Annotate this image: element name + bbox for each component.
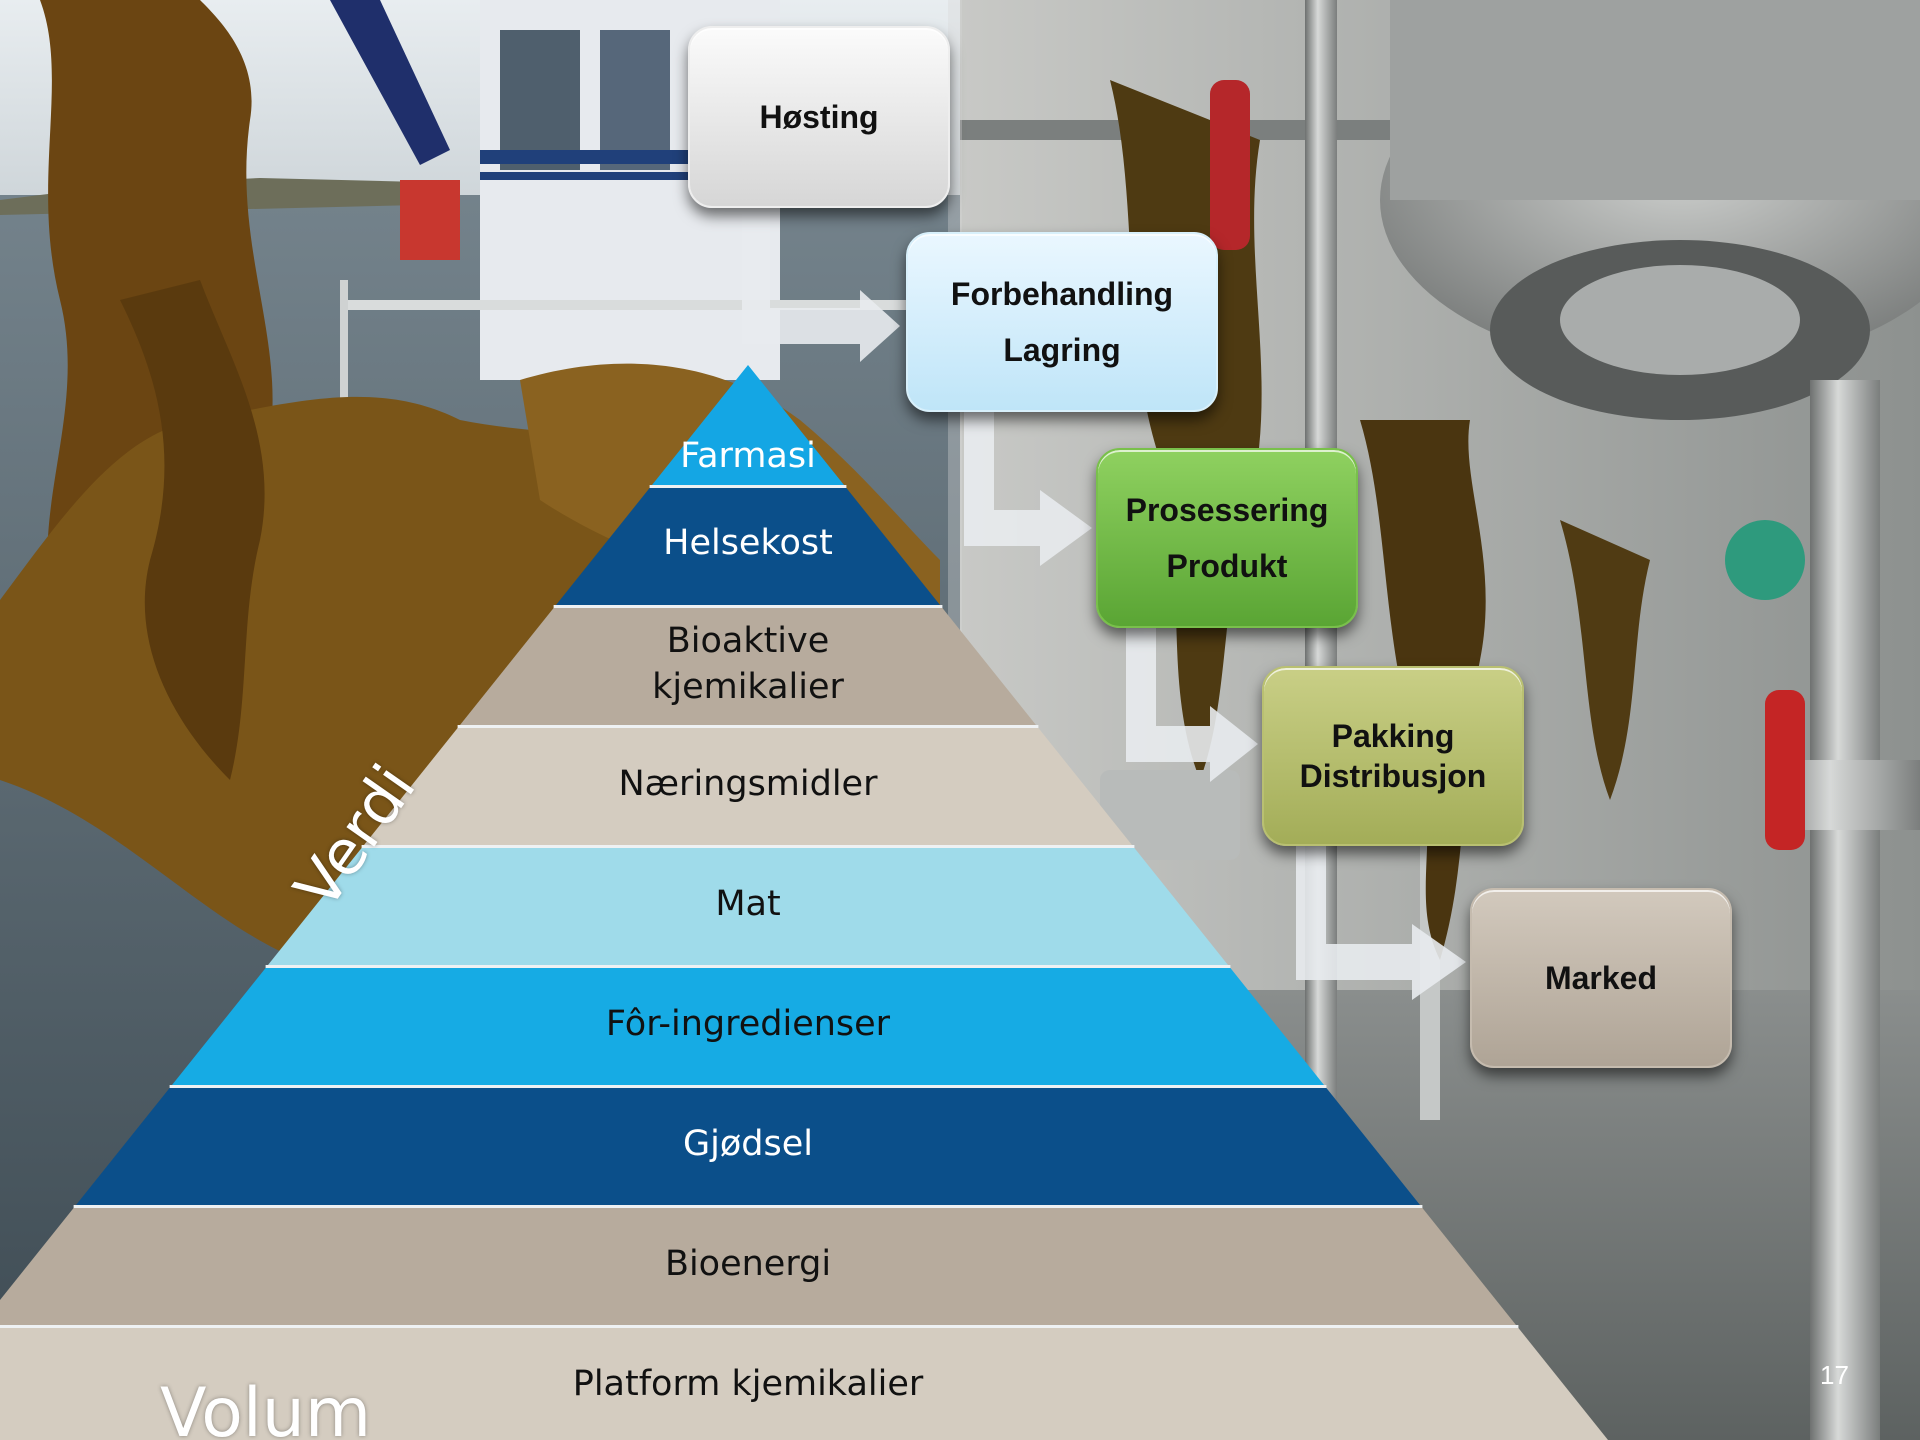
pyramid-tier-farmasi (652, 365, 844, 485)
pyramid-tier-bioenergi (0, 1208, 1516, 1325)
axis-label-volume: Volum (160, 1374, 372, 1440)
pyramid-tier-platform-kjemikalier (0, 1328, 1608, 1440)
pyramid-tier-mat (268, 848, 1228, 965)
process-arrows (742, 212, 1466, 1000)
process-step-prosessering-line1: Prosessering (1125, 492, 1329, 528)
page-number: 17 (1820, 1360, 1849, 1390)
process-step-forbehandling-line1: Forbehandling (950, 276, 1174, 312)
process-step-prosessering: Prosessering Produkt (1096, 448, 1358, 628)
process-step-pakking-line1: Pakking (1331, 718, 1455, 754)
process-step-marked: Marked (1470, 888, 1732, 1068)
pyramid-tier-bioaktive (460, 608, 1036, 725)
process-step-hosting: Høsting (688, 26, 950, 208)
process-step-forbehandling-line2: Lagring (1003, 332, 1121, 368)
process-step-hosting-text: Høsting (759, 99, 879, 135)
pyramid-tier-helsekost (556, 488, 940, 605)
pyramid-tier-naeringsmidler (364, 728, 1132, 845)
pyramid-tier-for-ingredienser (172, 968, 1324, 1085)
pyramid-tier-gjodsel (76, 1088, 1420, 1205)
process-step-pakking-line2: Distribusjon (1299, 758, 1487, 794)
process-step-marked-text: Marked (1544, 960, 1658, 996)
process-step-forbehandling: Forbehandling Lagring (906, 232, 1218, 412)
process-step-prosessering-line2: Produkt (1166, 548, 1288, 584)
value-pyramid (0, 365, 1608, 1440)
process-step-pakking: Pakking Distribusjon (1262, 666, 1524, 846)
